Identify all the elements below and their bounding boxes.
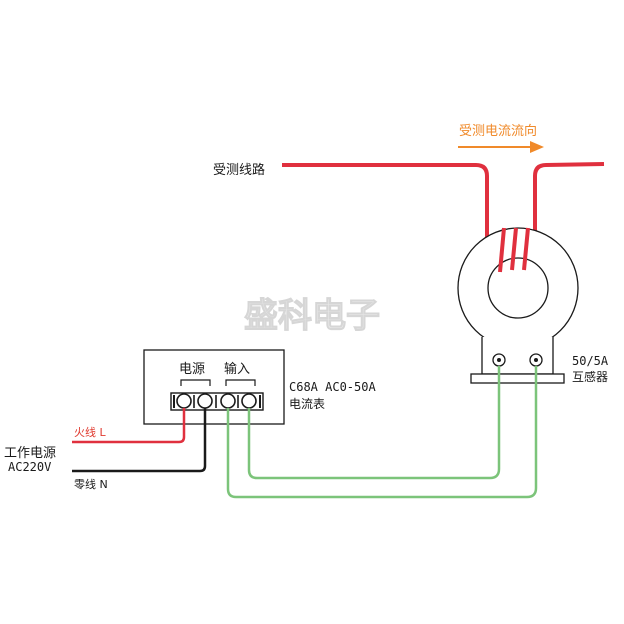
ct-wire-outer [226, 366, 538, 499]
ct-name-label: 互感器 [572, 369, 608, 384]
direction-arrow-icon [458, 141, 544, 153]
meter-power-label: 电源 [179, 362, 205, 377]
terminal-4-icon [241, 393, 257, 409]
ct-wire-inner [247, 366, 501, 480]
meter-model-label: C68A AC0-50A [289, 380, 376, 394]
supply-title-label: 工作电源 [4, 446, 56, 461]
ct-base [481, 337, 554, 375]
current-direction-label: 受测电流流向 [459, 123, 537, 139]
live-wire [72, 408, 186, 444]
terminal-1-icon [176, 393, 192, 409]
ammeter-box [143, 349, 285, 425]
live-wire-label: 火线 L [74, 425, 106, 439]
measured-line-wire [282, 163, 489, 240]
terminal-2-icon [197, 393, 213, 409]
watermark: 盛科电子 [244, 296, 380, 336]
ct-window [487, 257, 549, 319]
measured-line-label: 受测线路 [213, 162, 265, 178]
ct-foot [470, 373, 565, 384]
terminal-3-icon [220, 393, 236, 409]
ct-ratio-label: 50/5A [572, 354, 609, 368]
current-transformer [457, 227, 579, 384]
meter-name-label: 电流表 [289, 397, 325, 411]
neutral-wire [72, 408, 207, 473]
supply-voltage-label: AC220V [8, 460, 51, 474]
neutral-wire-label: 零线 N [74, 477, 108, 491]
measured-line-wire-out [533, 162, 605, 240]
ammeter-terminal-block [170, 392, 264, 411]
meter-input-label: 输入 [224, 361, 250, 377]
